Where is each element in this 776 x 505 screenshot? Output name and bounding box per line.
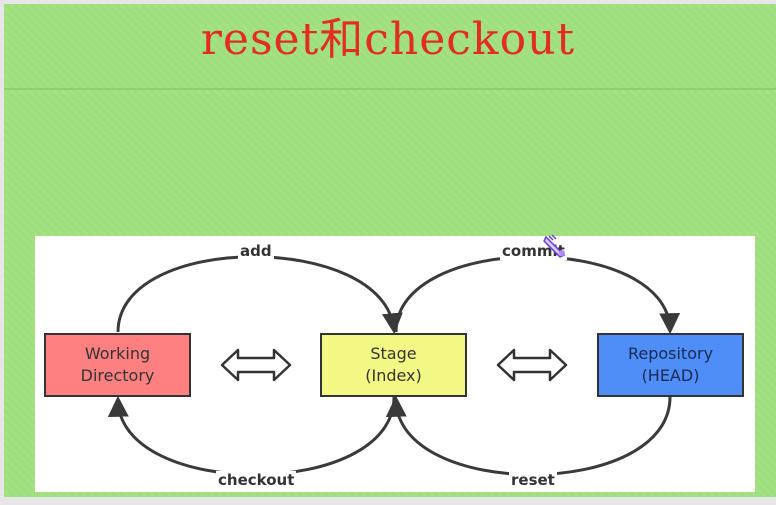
window-frame-bottom (0, 497, 776, 505)
window-frame-left (0, 0, 4, 505)
edge-reset-arrow (385, 395, 672, 477)
node-stage-box (320, 333, 467, 397)
slide-title: reset和checkout (200, 14, 576, 65)
edge-checkout-label: checkout (216, 471, 297, 489)
title-divider (4, 88, 776, 90)
edge-reset-label: reset (509, 471, 557, 489)
edge-add-arrow (116, 255, 403, 335)
window-frame-top (0, 0, 776, 4)
node-repository-box (597, 333, 744, 397)
node-working-directory-box (44, 333, 191, 397)
double-arrow-icon (496, 348, 568, 382)
pen-cursor-icon (543, 234, 566, 258)
edge-commit-arrow (394, 255, 681, 335)
node-repository-label: Repository (HEAD) (627, 344, 714, 385)
edge-add-label: add (238, 242, 274, 260)
edge-checkout-arrow (107, 395, 396, 477)
node-stage-label: Stage (Index) (365, 344, 422, 385)
node-working-directory-label: Working Directory (80, 344, 155, 385)
double-arrow-icon (220, 348, 292, 382)
